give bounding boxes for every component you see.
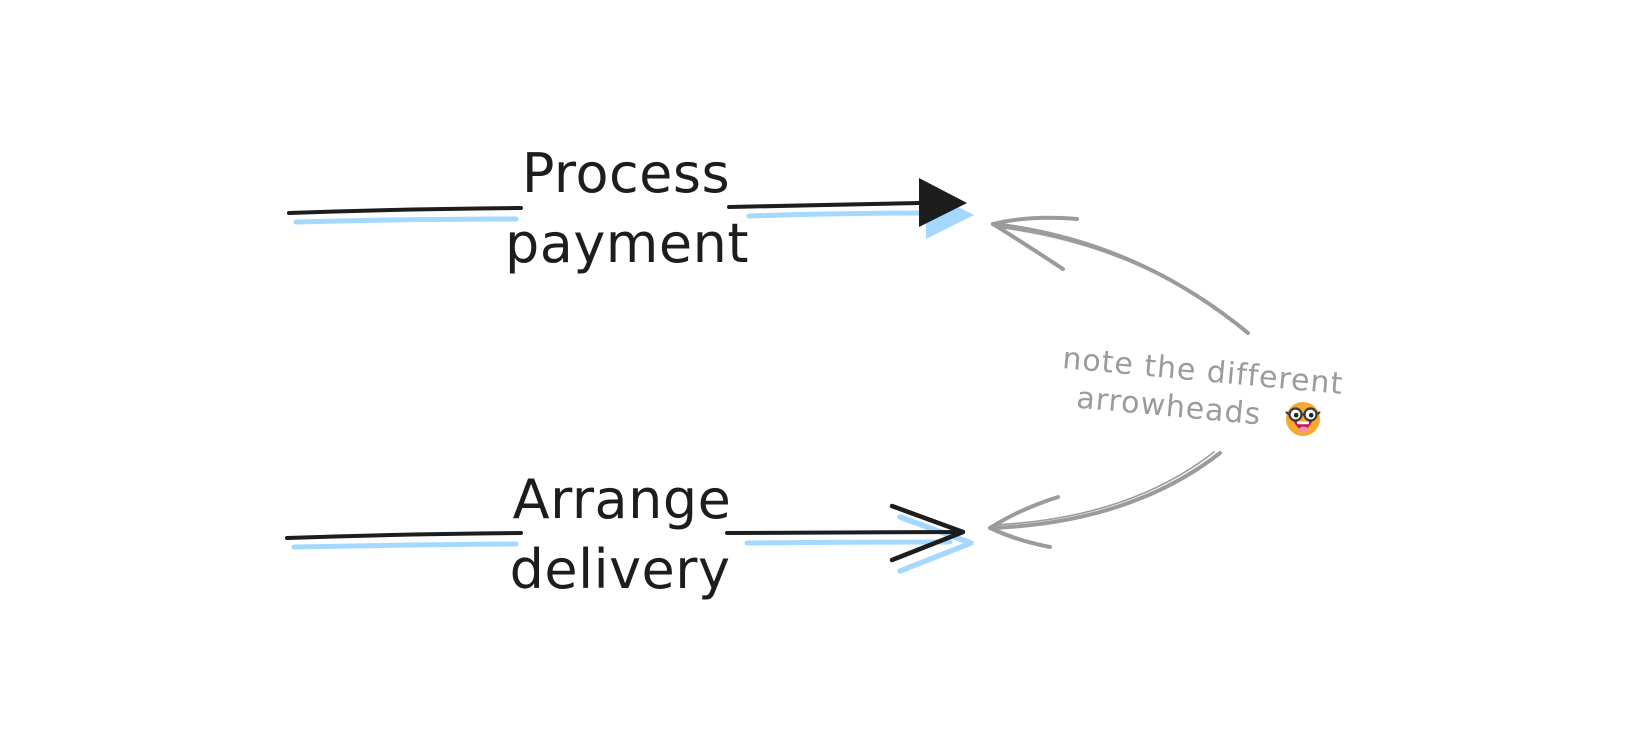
pointer-curve-sketch-stroke — [991, 451, 1215, 526]
annotation-arrow-to-top-arrowhead — [991, 215, 1250, 335]
pointer-curve-sketch-stroke — [995, 226, 1246, 330]
message-label-line1: Process — [522, 142, 730, 205]
open-arrowhead-lower-stroke — [991, 222, 1065, 271]
open-arrowhead-upper-stroke — [988, 495, 1060, 530]
pointer-curve — [988, 451, 1222, 530]
message-label-line2: payment — [505, 212, 749, 275]
message-label-line2: delivery — [510, 538, 731, 601]
message-line-left — [285, 531, 523, 540]
message-line-right — [727, 201, 923, 209]
emoji-left-pupil — [1293, 412, 1299, 418]
open-arrowhead-lower-stroke — [988, 526, 1052, 549]
filled-triangle-arrowhead — [919, 178, 967, 227]
message-arrow-arrange-delivery: Arrange delivery — [285, 468, 974, 601]
emoji-teeth — [1297, 421, 1309, 425]
open-arrowhead-upper-stroke — [991, 215, 1079, 226]
message-line-left — [287, 206, 523, 215]
highlight-line-right — [746, 210, 929, 219]
message-arrow-process-payment: Process payment — [287, 142, 974, 275]
message-line-right — [725, 530, 963, 535]
annotation-group: note the different arrowheads — [988, 215, 1345, 549]
highlight-open-chevron-arrowhead — [897, 514, 974, 574]
highlight-line-left — [293, 216, 519, 225]
emoji-tongue — [1299, 426, 1308, 433]
nerd-face-emoji-icon — [1285, 402, 1321, 436]
highlight-line-right — [744, 539, 953, 546]
annotation-arrow-to-bottom-arrowhead — [988, 451, 1222, 549]
emoji-right-pupil — [1308, 412, 1314, 418]
highlight-line-left — [291, 541, 519, 550]
open-chevron-arrowhead — [889, 503, 966, 563]
message-label-line1: Arrange — [513, 468, 732, 531]
pointer-curve — [991, 222, 1250, 335]
